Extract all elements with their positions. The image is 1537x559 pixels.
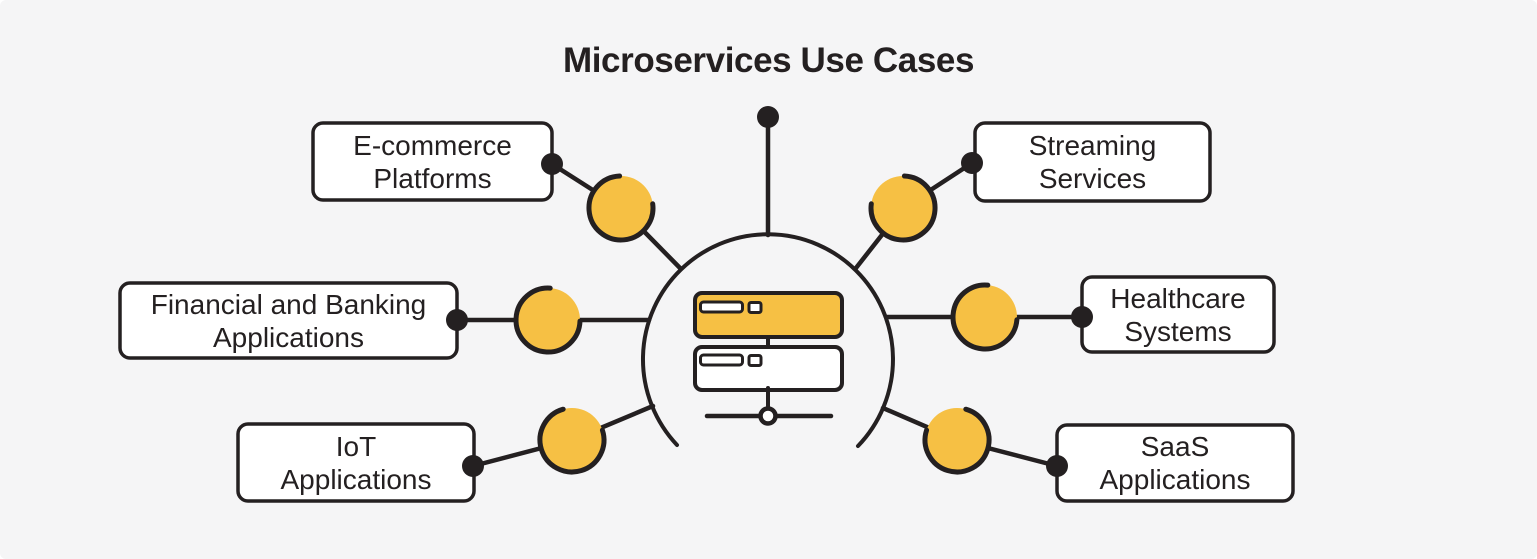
node-circle-financial <box>516 288 580 352</box>
use-case-label-line: Financial and Banking <box>150 288 427 320</box>
server-slot-bar-icon <box>699 300 744 314</box>
node-circle-ecommerce <box>589 176 653 240</box>
server-led-icon <box>747 301 763 314</box>
use-case-label-line: Applications <box>1099 464 1251 495</box>
use-case-box-iot: IoT Applications <box>238 424 474 501</box>
use-case-box-financial: Financial and Banking Applications <box>120 283 457 358</box>
use-case-label-line: Services <box>1038 163 1147 194</box>
node-circle-saas <box>925 408 989 472</box>
node-ring-ecommerce <box>586 173 656 243</box>
use-case-box-saas: SaaS Applications <box>1057 425 1293 501</box>
box-edge-dot-saas <box>1046 455 1068 477</box>
server-unit-bottom <box>693 345 844 392</box>
node-ring-saas <box>922 406 992 475</box>
top-endpoint-dot <box>757 106 779 128</box>
use-case-label-line: SaaS <box>1140 431 1210 462</box>
use-case-label-line: Applications <box>280 463 432 495</box>
server-unit-top <box>693 291 844 339</box>
use-case-label-line: Streaming <box>1028 130 1157 161</box>
box-edge-dot-iot <box>462 455 484 477</box>
server-led-icon <box>747 354 763 367</box>
use-case-label-line: Platforms <box>373 162 492 194</box>
box-edge-dot-healthcare <box>1071 306 1093 328</box>
use-case-box-ecommerce: E-commerce Platforms <box>313 123 552 200</box>
network-node-icon <box>758 406 778 426</box>
box-edge-dot-ecommerce <box>541 153 563 175</box>
box-edge-dot-financial <box>446 309 468 331</box>
node-ring-financial <box>513 285 583 355</box>
node-ring-healthcare <box>950 282 1020 352</box>
page-title: Microservices Use Cases <box>562 41 975 80</box>
use-case-box-streaming: Streaming Services <box>975 123 1210 201</box>
use-case-label-line: IoT <box>335 430 377 462</box>
use-case-label-line: Healthcare <box>1110 282 1246 314</box>
node-ring-streaming <box>868 173 938 243</box>
node-circle-healthcare <box>953 285 1017 349</box>
use-case-box-healthcare: Healthcare Systems <box>1082 277 1274 352</box>
node-ring-iot <box>537 406 607 475</box>
use-case-label-line: Systems <box>1124 315 1232 347</box>
node-circle-streaming <box>871 176 935 240</box>
use-case-label-line: Applications <box>213 321 364 353</box>
box-edge-dot-streaming <box>961 152 983 174</box>
server-slot-bar-icon <box>699 353 744 367</box>
node-circle-iot <box>540 408 604 472</box>
use-case-label-line: E-commerce <box>353 129 512 161</box>
